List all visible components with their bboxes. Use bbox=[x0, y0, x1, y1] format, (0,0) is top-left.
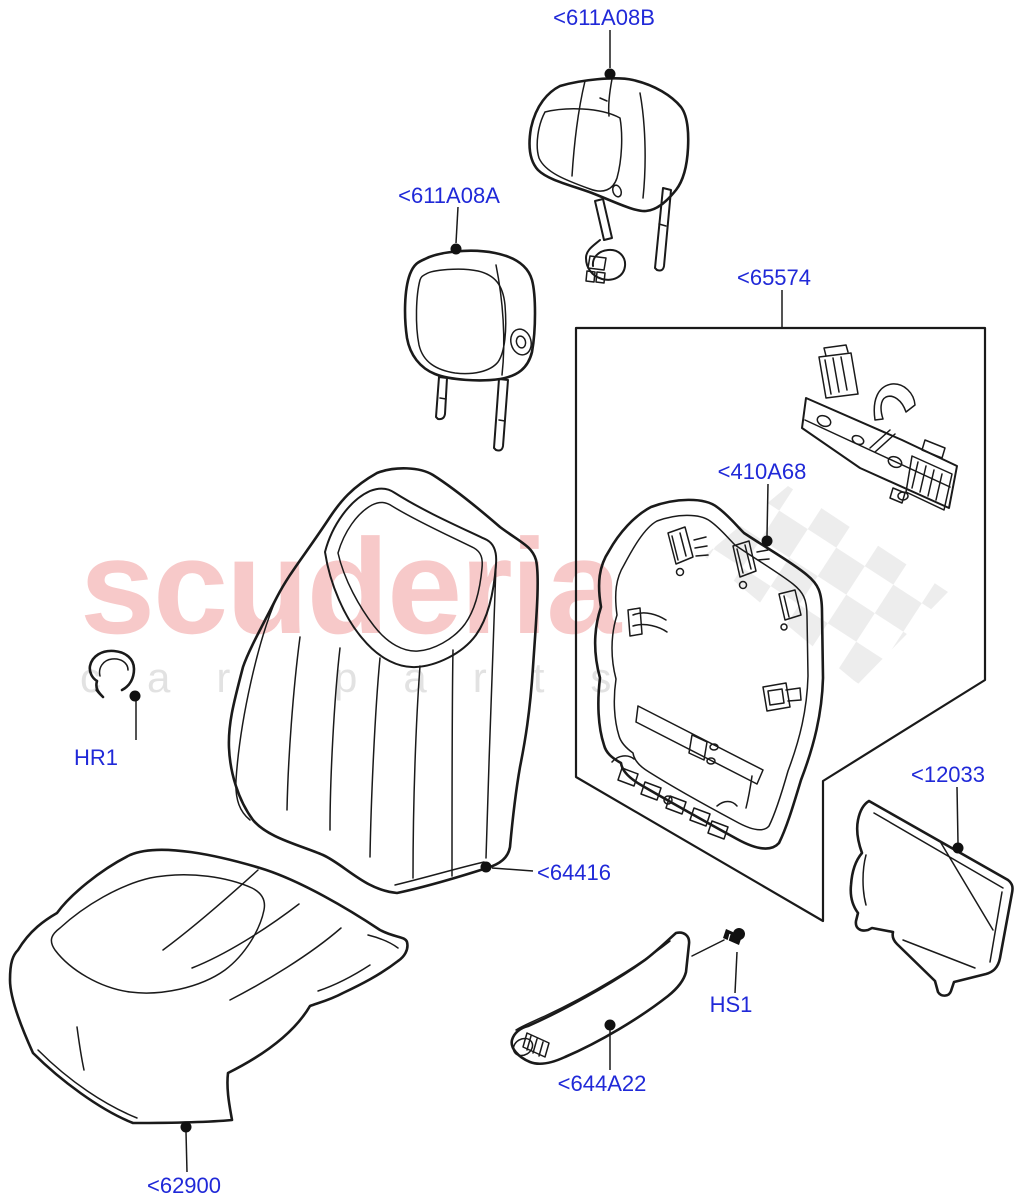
part-label-12033[interactable]: <12033 bbox=[911, 762, 985, 787]
group-box-65574 bbox=[574, 326, 987, 923]
part-label-65574[interactable]: <65574 bbox=[737, 265, 811, 290]
part-label-64416[interactable]: <64416 bbox=[537, 860, 611, 885]
part-label-HR1[interactable]: HR1 bbox=[74, 745, 118, 770]
screw-drawing bbox=[691, 928, 745, 957]
retainer-clip-drawing bbox=[88, 649, 136, 699]
cushion-cover-drawing bbox=[8, 848, 409, 1125]
watermark-brand-text: scuderia bbox=[80, 511, 622, 662]
valance-panel-drawing bbox=[849, 799, 1014, 997]
armrest-drawing bbox=[510, 931, 691, 1066]
headrest-large-drawing bbox=[528, 77, 690, 284]
back-panel-bracket-drawing bbox=[801, 344, 958, 511]
part-label-410A68[interactable]: <410A68 bbox=[718, 459, 807, 484]
watermark-tagline-text: car parts bbox=[80, 654, 657, 701]
part-label-644A22[interactable]: <644A22 bbox=[558, 1071, 647, 1096]
part-label-HS1[interactable]: HS1 bbox=[710, 992, 753, 1017]
part-label-611A08B[interactable]: <611A08B bbox=[553, 5, 655, 30]
watermark: scuderia car parts bbox=[80, 486, 948, 701]
watermark-checkered-flag bbox=[704, 486, 948, 684]
seat-back-cover-drawing bbox=[227, 467, 539, 895]
seat-back-frame-drawing bbox=[594, 498, 825, 850]
part-labels: <611A08B <611A08A <65574 <410A68 <12033 … bbox=[74, 5, 985, 1198]
callout-lines bbox=[129, 30, 964, 1173]
headrest-small-drawing bbox=[403, 249, 537, 452]
part-label-611A08A[interactable]: <611A08A bbox=[398, 183, 500, 208]
part-label-62900[interactable]: <62900 bbox=[147, 1173, 221, 1198]
